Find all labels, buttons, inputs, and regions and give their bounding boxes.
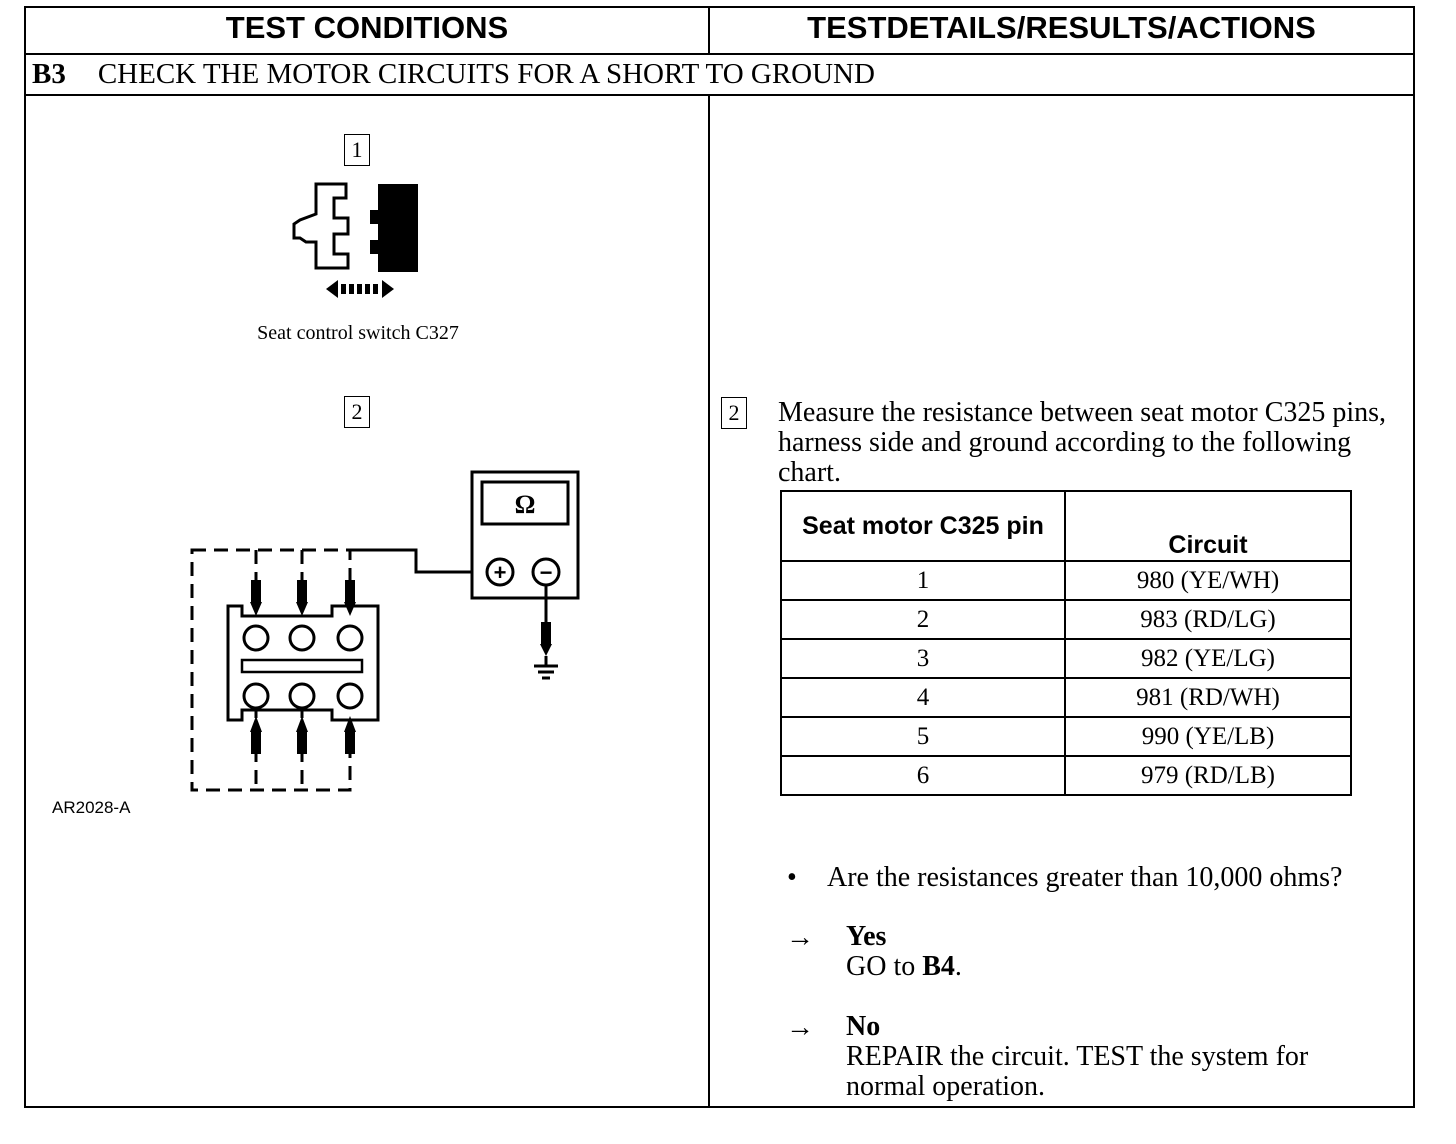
cell-pin: 3 (780, 638, 1066, 679)
yes-action-target: B4 (922, 951, 955, 982)
arrow-left-head (326, 280, 338, 298)
cell-circuit: 980 (YE/WH) (1064, 560, 1352, 601)
switch-connector-diagram (292, 182, 418, 298)
ohmmeter-diagram: Ω + − (190, 470, 580, 792)
section-divider (24, 94, 1415, 96)
col-header-circuit: Circuit (1064, 490, 1352, 562)
pin-circle (336, 682, 364, 710)
frame-left (24, 6, 26, 1108)
plus-terminal (485, 557, 515, 587)
pin-circle (288, 624, 316, 652)
details-step-number-box: 2 (721, 397, 747, 429)
cell-circuit: 981 (RD/WH) (1064, 677, 1352, 718)
ohmmeter-display (480, 480, 570, 526)
cell-pin: 1 (780, 560, 1066, 601)
step2-number-box: 2 (344, 396, 370, 428)
section-title: CHECK THE MOTOR CIRCUITS FOR A SHORT TO … (97, 58, 875, 90)
pin-circle (288, 682, 316, 710)
section-title-row: B3 CHECK THE MOTOR CIRCUITS FOR A SHORT T… (32, 58, 875, 91)
cell-circuit: 983 (RD/LG) (1064, 599, 1352, 640)
yes-answer: Yes GO to B4. (846, 922, 962, 982)
yes-action-suffix: . (954, 951, 962, 982)
meter-lead-wire (350, 548, 482, 574)
connector-half-solid (370, 184, 418, 272)
arrow-shaft-5 (373, 284, 378, 294)
frame-bottom (24, 1106, 1415, 1108)
ohm-symbol: Ω (515, 490, 536, 519)
question-row: • Are the resistances greater than 10,000… (787, 862, 1342, 894)
cell-pin: 6 (780, 755, 1066, 796)
cell-pin: 5 (780, 716, 1066, 757)
cell-circuit: 990 (YE/LB) (1064, 716, 1352, 757)
question-text: Are the resistances greater than 10,000 … (827, 862, 1343, 893)
yes-label: Yes (846, 921, 887, 952)
cell-circuit: 982 (YE/LG) (1064, 638, 1352, 679)
step1-number-box: 1 (344, 134, 370, 166)
header-test-conditions: TEST CONDITIONS (225, 10, 509, 45)
probe-top (250, 580, 356, 616)
cell-pin: 4 (780, 677, 1066, 718)
pin-circle (242, 682, 270, 710)
arrow-shaft-3 (357, 284, 362, 294)
ground-probe-tip (540, 644, 552, 656)
connector-half-outline (292, 182, 350, 270)
section-id: B3 (32, 58, 66, 90)
no-label: No (846, 1011, 881, 1042)
yes-action-prefix: GO to (846, 951, 923, 982)
figure-code: AR2028-A (52, 798, 131, 817)
connector-latch (240, 658, 364, 674)
cell-circuit: 979 (RD/LB) (1064, 755, 1352, 796)
measure-instruction: Measure the resistance between seat moto… (778, 397, 1387, 488)
no-arrow-icon: → (786, 1012, 814, 1043)
no-action: REPAIR the circuit. TEST the system for … (846, 1041, 1309, 1102)
column-divider-body (708, 95, 710, 1107)
plus-sign: + (494, 560, 507, 585)
bullet-icon: • (787, 862, 797, 893)
frame-top (24, 6, 1415, 8)
yes-arrow-icon: → (786, 922, 814, 953)
column-divider-top (708, 6, 710, 54)
no-answer: No REPAIR the circuit. TEST the system f… (846, 1012, 1386, 1102)
arrow-right-head (382, 280, 394, 298)
frame-right (1413, 6, 1415, 1108)
ground-probe (541, 622, 551, 644)
arrow-shaft-2 (349, 284, 354, 294)
probe-bottom (250, 716, 356, 754)
pin-circle (242, 624, 270, 652)
pin-circle (336, 624, 364, 652)
step1-caption: Seat control switch C327 (257, 322, 459, 344)
header-divider (24, 53, 1415, 55)
arrow-shaft-1 (341, 284, 346, 294)
table-header-row: Seat motor C325 pin Circuit (780, 490, 1352, 562)
header-test-details: TESTDETAILS/RESULTS/ACTIONS (807, 10, 1316, 45)
cell-pin: 2 (780, 599, 1066, 640)
minus-sign: − (540, 560, 553, 585)
arrow-shaft-4 (365, 284, 370, 294)
col-header-pin: Seat motor C325 pin (780, 490, 1066, 562)
yes-action: GO to B4. (846, 952, 962, 982)
